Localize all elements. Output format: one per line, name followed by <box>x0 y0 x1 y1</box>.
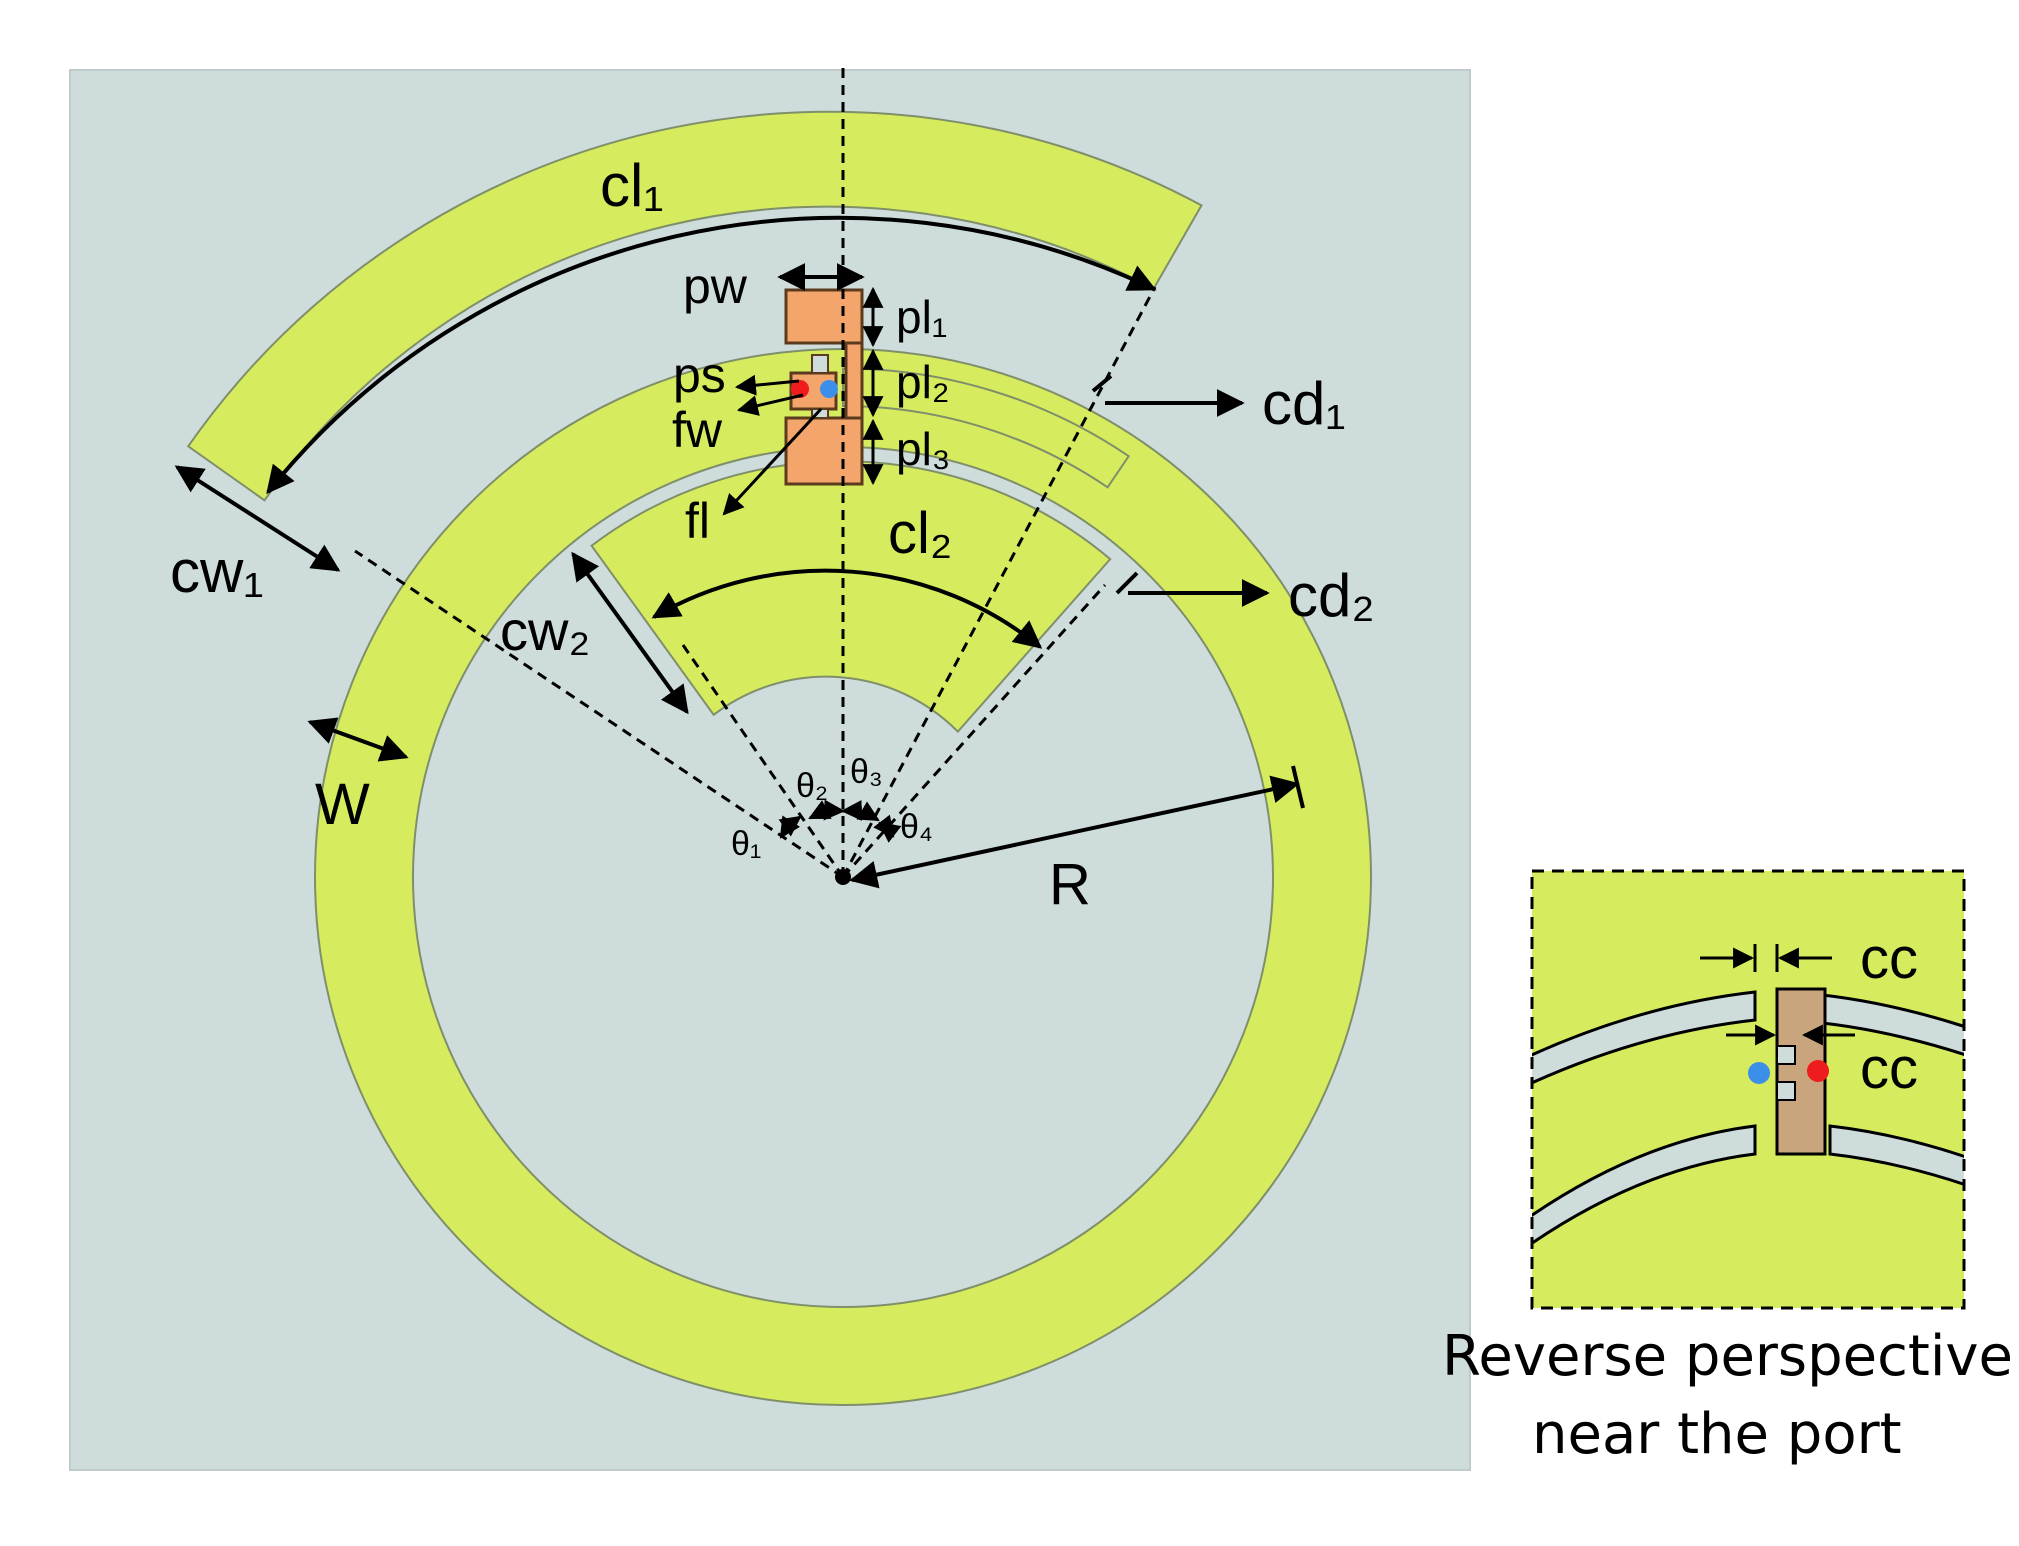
inset-red-dot <box>1807 1060 1829 1082</box>
label-cc-bottom: cc <box>1860 1036 1918 1101</box>
inset-reverse-view: cc cc <box>1530 869 1966 1310</box>
dim-cd2-tick <box>1115 571 1139 595</box>
label-w: W <box>315 772 370 837</box>
dim-cl1 <box>266 215 1157 495</box>
label-cl2: cl₂ <box>888 501 952 566</box>
label-fl: fl <box>685 493 710 549</box>
label-theta3: θ₃ <box>850 753 883 791</box>
port-blue-dot <box>820 380 838 398</box>
inset-border <box>1530 869 1966 1310</box>
label-theta4: θ₄ <box>900 808 933 846</box>
label-pl1: pl₁ <box>896 291 947 343</box>
center-point <box>835 869 851 885</box>
arrow-ps <box>734 374 800 396</box>
arrow-fw <box>736 393 804 416</box>
dim-r-tick <box>1291 765 1305 809</box>
arc-theta1 <box>778 815 802 839</box>
dim-r <box>849 775 1300 889</box>
dim-w <box>307 717 409 762</box>
ray-theta2 <box>681 644 845 878</box>
inset-lower-gap-right <box>1828 1124 1964 1186</box>
ray-theta4 <box>841 583 1107 879</box>
dim-cd1-tick <box>1091 374 1113 393</box>
dim-cw2 <box>571 551 689 715</box>
label-cw2: cw₂ <box>500 599 590 662</box>
label-ps: ps <box>673 347 726 403</box>
label-cd1: cd₁ <box>1262 370 1346 437</box>
label-cd2: cd₂ <box>1288 562 1375 629</box>
dim-cw1 <box>174 465 341 572</box>
label-pl3: pl₃ <box>896 423 951 475</box>
label-pl2: pl₂ <box>896 356 950 408</box>
label-cl1: cl₁ <box>600 152 664 219</box>
dim-cl2 <box>651 568 1043 649</box>
inset-upper-gap-right <box>1788 990 1964 1056</box>
caption-line-1: Reverse perspective <box>1442 1324 2013 1389</box>
label-cw1: cw₁ <box>170 538 264 605</box>
inset-upper-gap <box>1532 990 1757 1085</box>
arrow-fl <box>722 407 823 516</box>
inset-caption: Reverse perspective near the port <box>1442 1318 2019 1474</box>
label-r: R <box>1049 852 1091 917</box>
label-theta2: θ₂ <box>796 767 828 805</box>
caption-line-2: near the port <box>1532 1402 1902 1467</box>
inset-lower-gap <box>1532 1124 1757 1246</box>
label-fw: fw <box>672 402 723 458</box>
label-theta1: θ₁ <box>731 825 761 863</box>
label-cc-top: cc <box>1860 926 1918 991</box>
label-pw: pw <box>683 258 748 314</box>
inset-blue-dot <box>1748 1062 1770 1084</box>
